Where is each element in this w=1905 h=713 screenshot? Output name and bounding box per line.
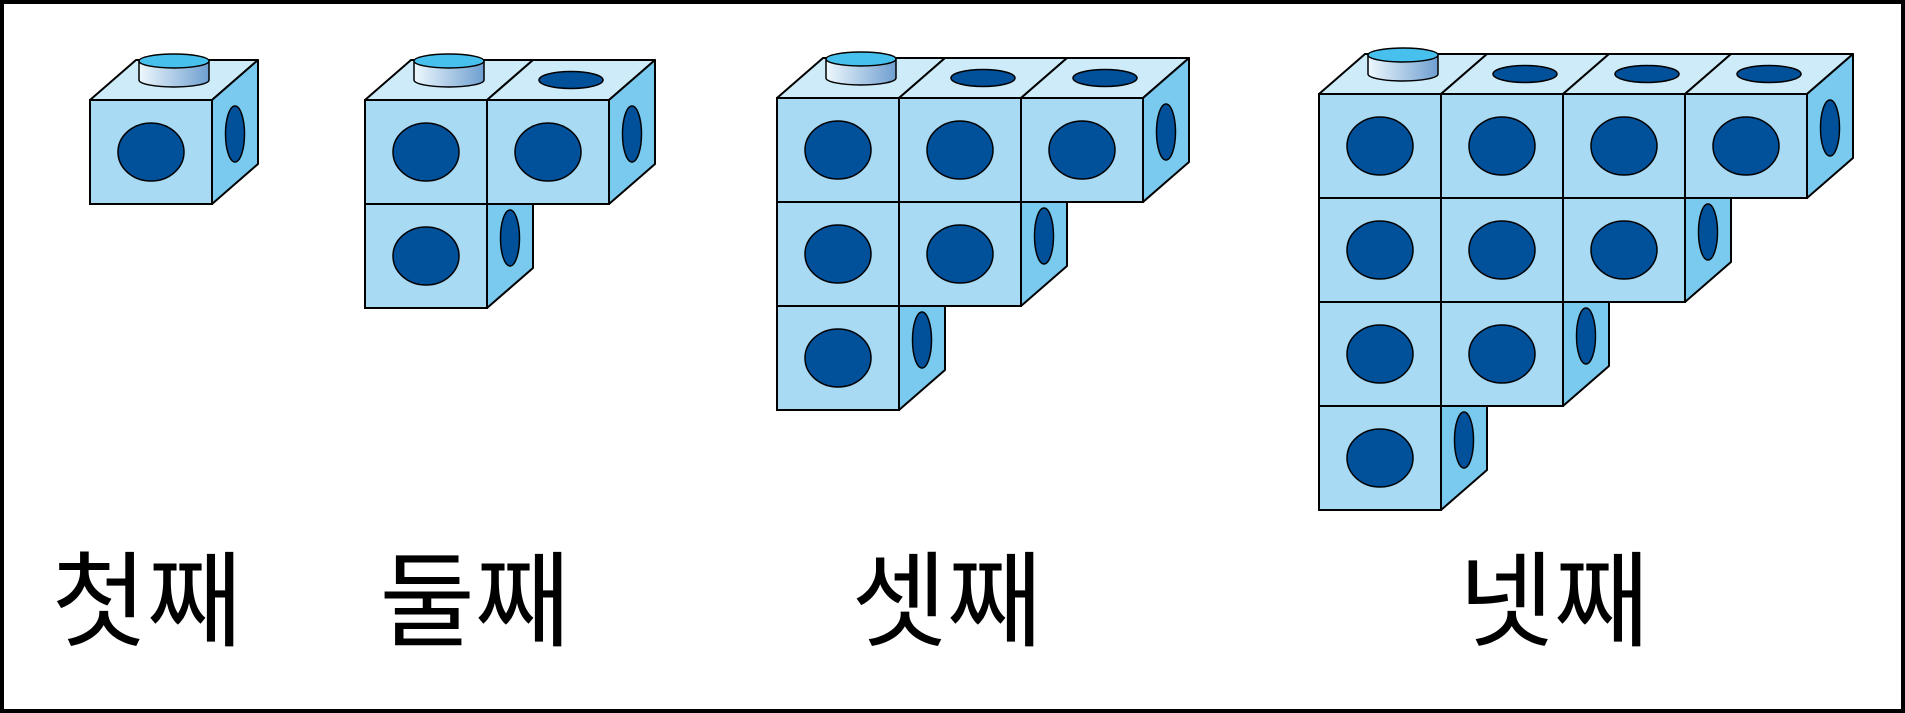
stage-1-label: 첫째 xyxy=(51,541,242,663)
cube-front-face xyxy=(89,99,213,205)
connector-peg xyxy=(825,51,897,86)
side-hole-dot xyxy=(1819,99,1841,157)
connector-peg xyxy=(1367,47,1439,82)
stage-4-figure xyxy=(1318,47,1854,511)
side-hole-dot xyxy=(1575,307,1597,365)
top-hole-dot xyxy=(1492,64,1558,84)
peg-top xyxy=(825,51,897,67)
top-hole-dot xyxy=(950,68,1016,88)
front-hole-dot xyxy=(804,328,872,388)
front-hole-dot xyxy=(804,224,872,284)
front-hole-dot xyxy=(1468,116,1536,176)
stage-2-label: 둘째 xyxy=(379,541,570,663)
front-hole-dot xyxy=(392,226,460,286)
connector-peg xyxy=(413,53,485,88)
top-hole-dot xyxy=(538,70,604,90)
cube-front-face xyxy=(898,201,1022,307)
top-hole-dot xyxy=(1736,64,1802,84)
front-hole-dot xyxy=(1590,116,1658,176)
side-hole-dot xyxy=(1697,203,1719,261)
front-hole-dot xyxy=(1468,220,1536,280)
front-hole-dot xyxy=(1590,220,1658,280)
peg-top xyxy=(138,53,210,69)
side-hole-dot xyxy=(1155,103,1177,161)
side-hole-dot xyxy=(911,311,933,369)
front-hole-dot xyxy=(1346,220,1414,280)
front-hole-dot xyxy=(1346,324,1414,384)
stage-3-label: 셋째 xyxy=(851,541,1042,663)
side-hole-dot xyxy=(499,209,521,267)
stage-3-figure xyxy=(776,51,1190,411)
top-hole-dot xyxy=(1614,64,1680,84)
side-hole-dot xyxy=(1033,207,1055,265)
front-hole-dot xyxy=(926,120,994,180)
front-hole-dot xyxy=(1346,428,1414,488)
top-hole-dot xyxy=(1072,68,1138,88)
front-hole-dot xyxy=(926,224,994,284)
front-hole-dot xyxy=(1468,324,1536,384)
front-hole-dot xyxy=(1712,116,1780,176)
connector-peg xyxy=(138,53,210,88)
front-hole-dot xyxy=(1346,116,1414,176)
peg-top xyxy=(1367,47,1439,63)
front-hole-dot xyxy=(514,122,582,182)
front-hole-dot xyxy=(804,120,872,180)
stage-2-figure xyxy=(364,53,656,309)
side-hole-dot xyxy=(621,105,643,163)
front-hole-dot xyxy=(1048,120,1116,180)
stage-1-figure xyxy=(89,53,259,205)
side-hole-dot xyxy=(224,105,246,163)
stage-4-label: 넷째 xyxy=(1458,541,1649,663)
side-hole-dot xyxy=(1453,411,1475,469)
front-hole-dot xyxy=(117,122,185,182)
front-hole-dot xyxy=(392,122,460,182)
peg-top xyxy=(413,53,485,69)
